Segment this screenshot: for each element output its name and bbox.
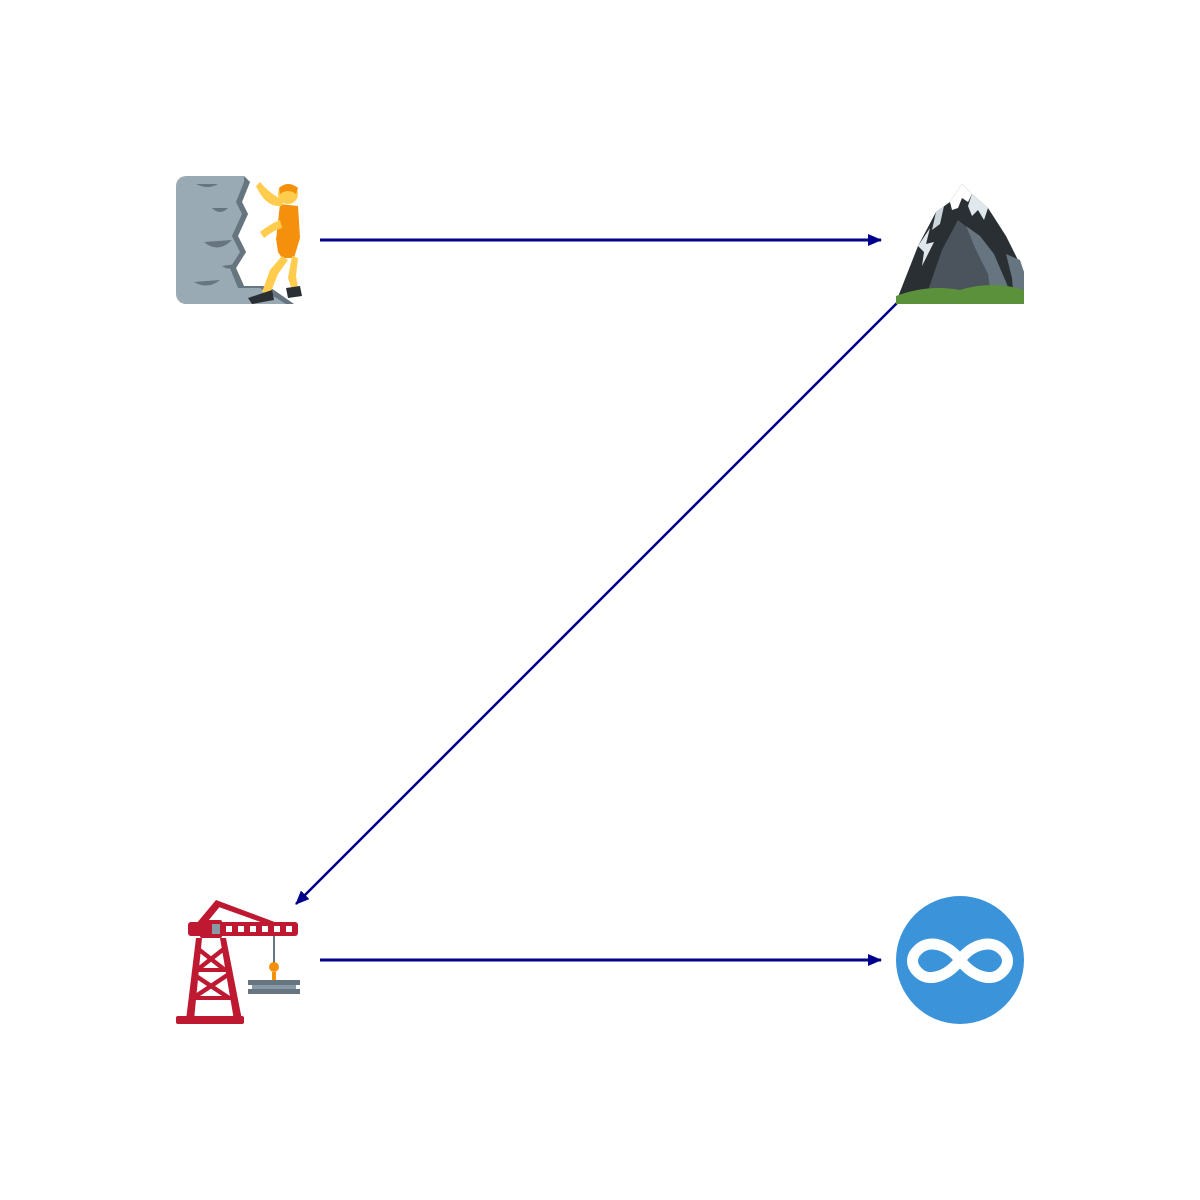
person-climbing-icon: [176, 176, 302, 304]
edge-mountain-to-crane: [295, 300, 900, 905]
edges: [295, 234, 900, 966]
infinity-icon: [896, 896, 1024, 1024]
snow-capped-mountain-icon: [896, 184, 1024, 304]
construction-crane-icon: [176, 900, 300, 1024]
